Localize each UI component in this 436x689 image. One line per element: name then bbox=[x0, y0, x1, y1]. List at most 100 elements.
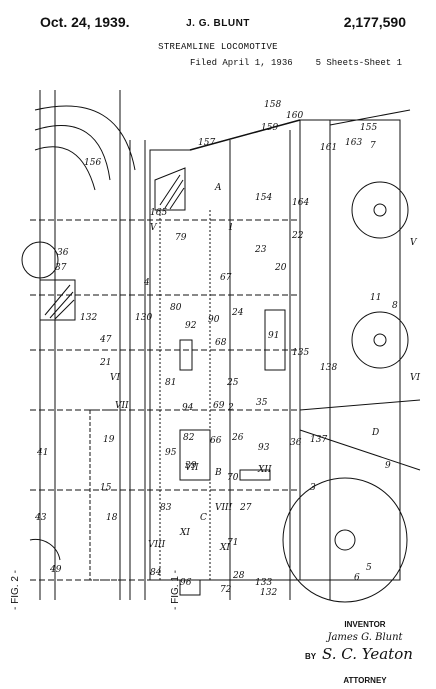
ref-label-137: 137 bbox=[310, 435, 327, 445]
ref-label-93: 93 bbox=[258, 443, 270, 453]
ref-label-11: 11 bbox=[370, 293, 381, 303]
ref-label-B: B bbox=[214, 468, 222, 478]
ref-label-80: 80 bbox=[170, 303, 182, 313]
ref-label-94: 94 bbox=[182, 403, 194, 413]
ref-label-D: D bbox=[371, 428, 379, 438]
ref-label-36: 36 bbox=[290, 438, 302, 448]
ref-label-96: 96 bbox=[180, 578, 192, 588]
ref-label-7: 7 bbox=[370, 141, 376, 151]
ref-label-158: 158 bbox=[264, 100, 281, 110]
ref-label-27: 27 bbox=[239, 503, 252, 513]
ref-label-6: 6 bbox=[354, 573, 360, 583]
ref-label-69: 69 bbox=[213, 401, 225, 411]
ref-label-20: 20 bbox=[274, 263, 287, 273]
ref-label-155: 155 bbox=[360, 123, 377, 133]
wheel-9 bbox=[282, 477, 408, 603]
ref-label-23: 23 bbox=[254, 245, 267, 255]
ref-label-68: 68 bbox=[215, 338, 227, 348]
ref-label-67: 67 bbox=[220, 273, 232, 283]
ref-label-163: 163 bbox=[345, 138, 362, 148]
arc-43 bbox=[29, 538, 61, 561]
ref-label-156: 156 bbox=[84, 158, 101, 168]
ref-label-24: 24 bbox=[231, 308, 244, 318]
ref-label-164: 164 bbox=[292, 198, 309, 208]
sheet-count: 5 Sheets-Sheet 1 bbox=[315, 58, 402, 68]
ref-label-165: 165 bbox=[150, 208, 167, 218]
ref-label-130: 130 bbox=[135, 313, 152, 323]
ref-label-25: 25 bbox=[226, 378, 239, 388]
section-mark: VII bbox=[185, 463, 199, 473]
ref-label-82: 82 bbox=[183, 433, 195, 443]
ref-label-1: 1 bbox=[228, 223, 234, 233]
ref-label-157: 157 bbox=[198, 138, 215, 148]
ref-label-36b: 36 bbox=[57, 248, 69, 258]
section-mark: V bbox=[150, 223, 158, 233]
ref-label-3: 3 bbox=[310, 483, 316, 493]
wheel-11 bbox=[351, 181, 409, 239]
section-mark: V bbox=[410, 238, 418, 248]
ref-label-71: 71 bbox=[227, 538, 238, 548]
ref-label-9: 9 bbox=[385, 461, 391, 471]
by-label: BY bbox=[305, 652, 317, 661]
ref-label-154: 154 bbox=[255, 193, 272, 203]
arc bbox=[34, 105, 136, 171]
ref-label-84: 84 bbox=[150, 568, 162, 578]
fig2-label: - FIG. 2 - bbox=[10, 570, 21, 610]
ref-label-41: 41 bbox=[36, 448, 48, 458]
ref-label-43: 43 bbox=[34, 513, 47, 523]
inventor-signature: James G. Blunt bbox=[327, 632, 403, 643]
wheel-8 bbox=[351, 311, 409, 369]
ref-label-161: 161 bbox=[320, 143, 337, 153]
inventor-label: INVENTOR bbox=[344, 620, 386, 629]
ref-label-91: 91 bbox=[268, 331, 279, 341]
ref-label-35: 35 bbox=[256, 398, 268, 408]
ref-label-28: 28 bbox=[232, 571, 245, 581]
ref-label-70: 70 bbox=[227, 473, 239, 483]
ref-label-159: 159 bbox=[261, 123, 278, 133]
ref-label-19: 19 bbox=[103, 435, 115, 445]
ref-label-133: 133 bbox=[255, 578, 272, 588]
patent-number: 2,177,590 bbox=[343, 14, 406, 30]
section-mark: VI bbox=[110, 373, 120, 383]
filed-date: Filed April 1, 1936 bbox=[190, 58, 293, 68]
ref-label-138: 138 bbox=[320, 363, 337, 373]
ref-label-135: 135 bbox=[292, 348, 309, 358]
patent-date: Oct. 24, 1939. bbox=[40, 14, 130, 30]
inventor-name-header: J. G. BLUNT bbox=[186, 18, 250, 29]
section-mark: VIII bbox=[148, 540, 166, 550]
section-mark: VII bbox=[115, 401, 129, 411]
ref-label-132: 132 bbox=[80, 313, 97, 323]
ref-label-47: 47 bbox=[99, 335, 112, 345]
hatched-window bbox=[154, 167, 186, 211]
ref-label-C: C bbox=[200, 513, 207, 523]
attorney-label: ATTORNEY bbox=[343, 676, 387, 685]
ref-label-2: 2 bbox=[227, 403, 234, 413]
ref-label-18: 18 bbox=[106, 513, 118, 523]
section-mark: XII bbox=[257, 465, 272, 475]
ref-label-79: 79 bbox=[175, 233, 187, 243]
ref-label-4: 4 bbox=[143, 278, 150, 288]
ref-label-5: 5 bbox=[366, 563, 372, 573]
ref-label-39: 39 bbox=[185, 461, 197, 471]
ref-label-83: 83 bbox=[160, 503, 172, 513]
ref-label-21: 21 bbox=[99, 358, 111, 368]
ref-label-90: 90 bbox=[208, 315, 220, 325]
ref-label-37: 37 bbox=[55, 263, 67, 273]
attorney-signature: S. C. Yeaton bbox=[322, 645, 413, 663]
ref-label-92: 92 bbox=[185, 321, 197, 331]
section-mark: VIII bbox=[215, 503, 233, 513]
patent-header: Oct. 24, 1939. J. G. BLUNT 2,177,590 STR… bbox=[0, 0, 436, 90]
ref-label-81: 81 bbox=[165, 378, 176, 388]
ref-label-132b: 132 bbox=[260, 588, 277, 598]
section-mark: XI bbox=[219, 543, 230, 553]
ref-label-22: 22 bbox=[291, 231, 304, 241]
section-mark: VI bbox=[410, 373, 420, 383]
section-mark: XI bbox=[179, 528, 190, 538]
locomotive-drawing: 158 159 160 161 163 155 157 156 165 154 … bbox=[10, 90, 420, 610]
ref-label-95: 95 bbox=[165, 448, 177, 458]
fig1-label: - FIG. 1 - bbox=[170, 570, 181, 610]
ref-label-49: 49 bbox=[49, 565, 62, 575]
ref-label-8: 8 bbox=[392, 301, 398, 311]
ref-label-72: 72 bbox=[220, 585, 232, 595]
ref-label-15: 15 bbox=[100, 483, 112, 493]
